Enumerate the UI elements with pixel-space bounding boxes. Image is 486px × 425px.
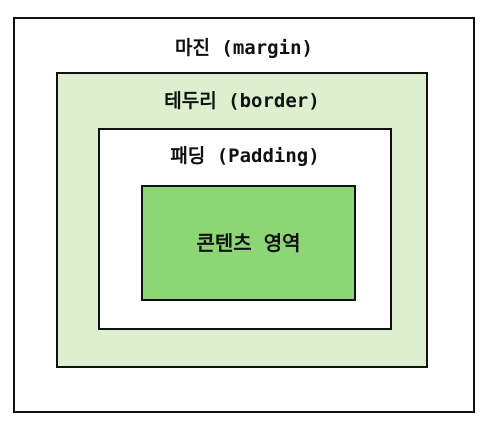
content-label: 콘텐츠 영역 (196, 231, 301, 255)
border-label: 테두리 (border) (164, 90, 320, 112)
padding-label: 패딩 (Padding) (170, 145, 320, 167)
margin-label: 마진 (margin) (175, 37, 313, 59)
content-area: 콘텐츠 영역 (141, 185, 356, 301)
